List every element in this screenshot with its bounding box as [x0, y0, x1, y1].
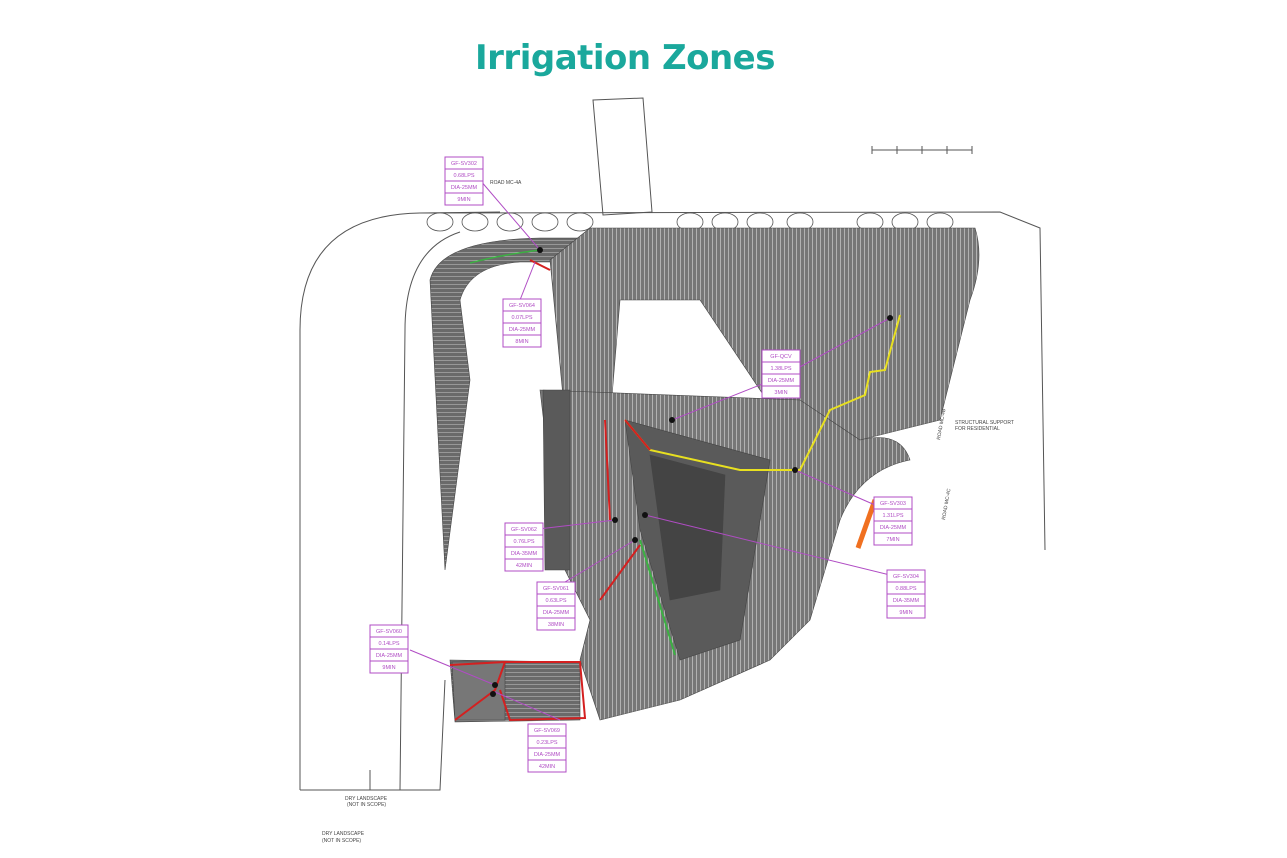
zone-label-box: GF-QCV 1.38LPS DIA-25MM 3MIN: [761, 349, 801, 399]
zone-time: 7MIN: [886, 537, 899, 543]
zone-green-line-2: [639, 539, 676, 656]
zone-dia: DIA-35MM: [511, 551, 538, 557]
zone-dia: DIA-25MM: [376, 653, 403, 659]
zone-id: GF-QCV: [770, 354, 792, 360]
zone-dia: DIA-25MM: [880, 525, 907, 531]
zone-label-cell: [873, 532, 913, 546]
tree-row: [426, 212, 954, 232]
zone-label-box: GF-SV060 0.14LPS DIA-25MM 9MIN: [369, 624, 409, 674]
zone-id: GF-SV064: [509, 303, 535, 309]
zone-time: 38MIN: [548, 622, 564, 628]
zone-time: 42MIN: [516, 563, 532, 569]
zone-label-cell: [444, 192, 484, 206]
dry-landscape-note-2: DRY LANDSCAPE: [322, 831, 365, 837]
zone-id: GF-SV060: [376, 629, 402, 635]
zone-flow: 0.63LPS: [545, 598, 566, 604]
zone-dia: DIA-35MM: [893, 598, 920, 604]
zone-label-cell: [761, 385, 801, 399]
zone-time: 3MIN: [774, 390, 787, 396]
zone-label-cell: [369, 660, 409, 674]
zone-flow: 0.88LPS: [895, 586, 916, 592]
page-title: Irrigation Zones: [475, 38, 775, 78]
dry-landscape-note-1: DRY LANDSCAPE: [345, 796, 388, 802]
zone-red-line: [449, 259, 651, 722]
zone-label-box: GF-SV302 0.68LPS DIA-25MM 9MIN: [444, 156, 484, 206]
scale-bar: [871, 146, 973, 154]
zone-id: GF-SV303: [880, 501, 906, 507]
zone-label-box: GF-SV064 0.07LPS DIA-25MM 8MIN: [502, 298, 542, 348]
road-label-mc4c: ROAD MC-4C: [941, 488, 952, 521]
zone-dia: DIA-25MM: [451, 185, 478, 191]
zone-label-cell: [527, 759, 567, 773]
zone-id: GF-SV061: [543, 586, 569, 592]
zone-label-box: GF-SV061 0.63LPS DIA-25MM 38MIN: [536, 581, 576, 631]
zone-green-line: [469, 249, 541, 264]
zone-id: GF-SV302: [451, 161, 477, 167]
zone-labels: GF-SV302 0.68LPS DIA-25MM 9MIN GF-SV064 0.07L…: [369, 156, 926, 773]
zone-id: GF-SV069: [534, 728, 560, 734]
zone-time: 9MIN: [899, 610, 912, 616]
zone-dia: DIA-25MM: [768, 378, 795, 384]
zone-dia: DIA-25MM: [534, 752, 561, 758]
zone-label-box: GF-SV303 1.31LPS DIA-25MM 7MIN: [873, 496, 913, 546]
zone-dia: DIA-25MM: [509, 327, 536, 333]
zone-flow: 0.23LPS: [536, 740, 557, 746]
zone-orange-line: [855, 499, 878, 549]
site-outline: [299, 97, 1046, 791]
zone-id: GF-SV304: [893, 574, 919, 580]
zone-label-cell: [886, 605, 926, 619]
structural-note: STRUCTURAL SUPPORT: [955, 420, 1014, 426]
zone-flow: 0.07LPS: [511, 315, 532, 321]
zone-label-cell: [504, 558, 544, 572]
zone-time: 9MIN: [457, 197, 470, 203]
zone-id: GF-SV062: [511, 527, 537, 533]
valve-markers: [490, 247, 893, 697]
dry-landscape-note-1b: (NOT IN SCOPE): [347, 802, 386, 808]
zone-label-cell: [502, 334, 542, 348]
zone-label-cell: [536, 617, 576, 631]
road-label-mc4b: ROAD MC-4B: [936, 408, 947, 441]
zone-flow: 0.68LPS: [453, 173, 474, 179]
road-label-mc4a: ROAD MC-4A: [490, 180, 522, 186]
structural-note-2: FOR RESIDENTIAL: [955, 426, 1000, 432]
zone-yellow-line: [624, 314, 901, 471]
zone-lines: [449, 249, 901, 722]
zone-label-box: GF-SV062 0.76LPS DIA-35MM 42MIN: [504, 522, 544, 572]
zone-label-box: GF-SV304 0.88LPS DIA-35MM 9MIN: [886, 569, 926, 619]
zone-dia: DIA-25MM: [543, 610, 570, 616]
zone-flow: 0.14LPS: [378, 641, 399, 647]
zone-flow: 0.76LPS: [513, 539, 534, 545]
zone-time: 42MIN: [539, 764, 555, 770]
zone-time: 9MIN: [382, 665, 395, 671]
zone-flow: 1.38LPS: [770, 366, 791, 372]
zone-label-box: GF-SV069 0.23LPS DIA-25MM 42MIN: [527, 723, 567, 773]
zone-time: 8MIN: [515, 339, 528, 345]
zone-flow: 1.31LPS: [882, 513, 903, 519]
dry-landscape-note-2b: (NOT IN SCOPE): [322, 838, 361, 844]
